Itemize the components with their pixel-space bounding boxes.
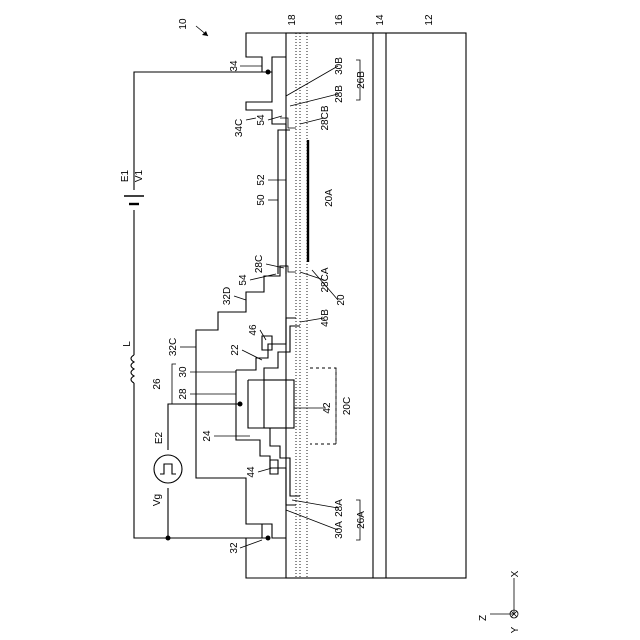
label-E2: E2 [154,431,165,444]
label-L: L [122,341,133,347]
label-28C: 28C [254,255,265,273]
axis-label-y: Y [510,626,521,633]
label-34: 34 [229,60,240,72]
leader-28A [292,500,338,508]
label-30B: 30B [334,57,345,75]
label-46: 46 [248,324,259,336]
label-52: 52 [256,174,267,186]
label-54-top: 54 [256,114,267,126]
axes-indicator [490,578,518,618]
leader-32D [234,296,246,300]
label-Vg: Vg [152,494,163,506]
connector-28CA [280,266,296,272]
label-26B: 26B [356,71,367,89]
label-26A: 26A [356,511,367,529]
label-50: 50 [256,194,267,206]
node-gate [238,402,243,407]
pulse-symbol [160,464,176,474]
label-24: 24 [202,430,213,442]
label-16: 16 [334,14,345,26]
connector-28CB [280,118,296,128]
label-V1: V1 [134,169,145,182]
label-44: 44 [246,466,257,478]
label-20C: 20C [342,397,353,415]
node-32 [266,536,271,541]
leader-28B [290,94,338,106]
electrode-32 [246,524,286,578]
label-28B: 28B [334,85,345,103]
label-46B: 46B [320,309,331,327]
structure-44 [270,460,278,474]
label-34C: 34C [234,119,245,137]
node-ground [166,536,171,541]
leader-54-top [268,116,282,120]
label-32D: 32D [222,287,233,305]
node-34 [266,70,271,75]
label-E1: E1 [120,169,131,182]
leader-32 [240,540,262,548]
layer-stack [286,33,466,578]
label-26: 26 [152,378,163,390]
label-30: 30 [178,366,189,378]
pulse-source-circle [154,455,182,483]
leader-lines [172,60,360,548]
leader-54-mid [250,274,276,280]
gate-structure [196,266,336,524]
label-28CA: 28CA [320,267,331,292]
leader-22 [242,350,262,360]
axis-label-z: Z [478,615,489,621]
labels: 10 18 16 14 12 34 34C 32 32C 32D 30B 28B… [120,14,521,633]
gate-electrode-28 [236,370,296,505]
wire-gate [168,404,240,450]
structure-46 [262,336,272,350]
label-18: 18 [287,14,298,26]
wire-top [134,72,268,190]
label-28CB: 28CB [320,105,331,130]
label-28: 28 [178,388,189,400]
leader-46 [260,330,266,340]
film-50 [278,130,290,274]
gate-electrode-30 [236,318,296,370]
label-54-mid: 54 [238,274,249,286]
label-32: 32 [229,542,240,554]
leader-34C [246,118,256,120]
substrate-outline [286,33,466,578]
label-30A: 30A [334,521,345,539]
leader-30A [286,510,338,530]
label-32C: 32C [168,338,179,356]
leader-30B [286,66,338,96]
label-20A: 20A [324,189,335,207]
label-22: 22 [230,344,241,356]
inductor-coil [131,355,134,383]
label-10: 10 [178,18,189,30]
label-12: 12 [424,14,435,26]
axis-label-x: X [510,570,521,577]
insulator-24 [248,380,300,496]
label-14: 14 [375,14,386,26]
bracket-26 [172,364,176,404]
gate-42 [264,380,294,428]
field-plate-32D [196,266,288,524]
